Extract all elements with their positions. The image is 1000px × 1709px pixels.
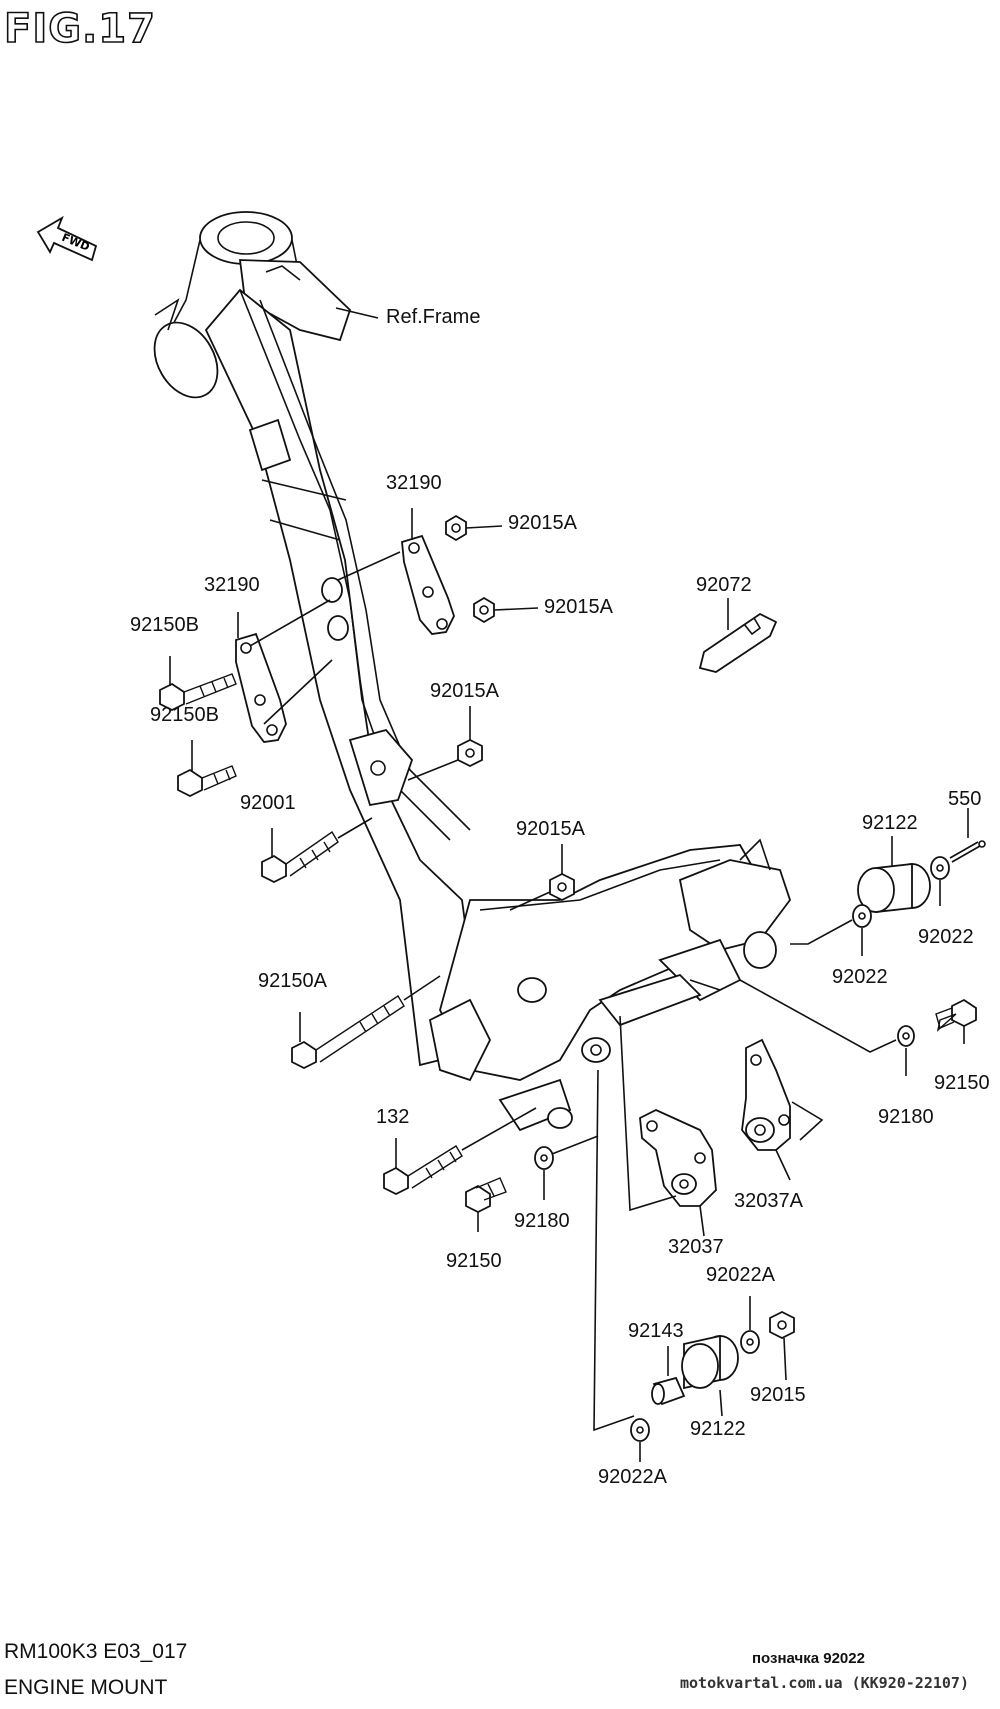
part-label-92150-right: 92150 [934, 1072, 990, 1094]
part-label-92150B-1: 92150B [130, 614, 199, 636]
bolt-92001 [261, 830, 339, 884]
part-label-92143: 92143 [628, 1320, 684, 1342]
bolt-92150B-lower [177, 765, 237, 798]
watermark-site: motokvartal.com.ua (KK920-22107) [680, 1674, 969, 1692]
diagram-title: ENGINE MOUNT [4, 1676, 168, 1699]
part-label-32037: 32037 [668, 1236, 724, 1258]
part-label-92015A-4: 92015A [516, 818, 585, 840]
part-label-92022-a: 92022 [918, 926, 974, 948]
fwd-arrow-icon: FWD [36, 215, 98, 262]
collar-92122-lower [681, 1334, 739, 1390]
part-label-92015A-3: 92015A [430, 680, 499, 702]
part-label-132: 132 [376, 1106, 410, 1128]
part-label-92180-right: 92180 [878, 1106, 934, 1128]
bolt-92150B-upper [159, 673, 237, 712]
clamp-92072 [698, 612, 778, 673]
part-label-92015A-1: 92015A [508, 512, 577, 534]
part-label-92001: 92001 [240, 792, 296, 814]
part-label-550: 550 [948, 788, 982, 810]
bracket-32037A [741, 1038, 791, 1151]
part-label-92022A-upper: 92022A [706, 1264, 775, 1286]
part-label-92122-upper: 92122 [862, 812, 918, 834]
watermark-note: позначка 92022 [752, 1650, 865, 1667]
bracket-32037 [639, 1109, 717, 1207]
part-label-92022-b: 92022 [832, 966, 888, 988]
diagram-code: RM100K3 E03_017 [4, 1640, 188, 1663]
part-label-92150-lower: 92150 [446, 1250, 502, 1272]
collar-92122-upper [857, 862, 931, 914]
part-label-32190-lower: 32190 [204, 574, 260, 596]
bolt-92150A [291, 995, 405, 1070]
part-label-92022A-lower: 92022A [598, 1466, 667, 1488]
part-label-32037A: 32037A [734, 1190, 803, 1212]
part-label-92150B-2: 92150B [150, 704, 219, 726]
part-label-92150A: 92150A [258, 970, 327, 992]
sleeve-92143 [651, 1376, 686, 1406]
ref-frame-label: Ref.Frame [386, 306, 481, 328]
bolt-92150-right [935, 998, 977, 1032]
part-label-92180-lower: 92180 [514, 1210, 570, 1232]
cotter-pin-550 [949, 840, 986, 863]
frame-reference [153, 211, 792, 1132]
part-label-32190-upper: 32190 [386, 472, 442, 494]
bolt-92150-lower [465, 1177, 507, 1214]
part-label-92015A-2: 92015A [544, 596, 613, 618]
part-label-92072: 92072 [696, 574, 752, 596]
part-label-92015: 92015 [750, 1384, 806, 1406]
part-label-92122-lower: 92122 [690, 1418, 746, 1440]
figure-title: FIG.17 [3, 5, 156, 53]
